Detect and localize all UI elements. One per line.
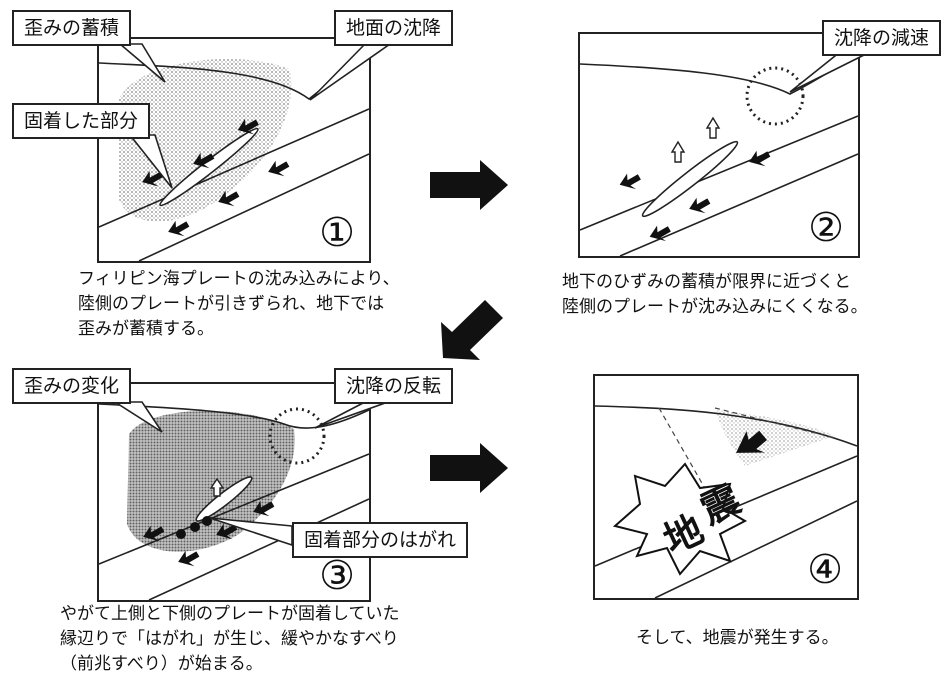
panel-3: ③	[97, 382, 371, 602]
peel-points	[176, 516, 212, 539]
plate-boundary-upper	[99, 108, 369, 228]
caption-line: 縁辺りで「はがれ」が生じ、緩やかなすべり	[60, 629, 399, 649]
caption-line: 地下のひずみの蓄積が限界に近づくと	[562, 272, 851, 292]
strain-area	[127, 410, 295, 552]
panel-1: ①	[97, 37, 371, 263]
caption-line: 歪みが蓄積する。	[78, 319, 214, 339]
label-unlocking: 固着部分のはがれ	[292, 522, 469, 558]
deceleration-circle	[745, 66, 805, 126]
caption-4: そして、地震が発生する。	[636, 626, 839, 651]
label-subsidence-reversal: 沈降の反転	[334, 368, 454, 404]
reversal-circle	[268, 407, 326, 465]
label-strain-change: 歪みの変化	[12, 368, 132, 404]
quake-burst	[612, 462, 748, 576]
caption-line: （前兆すべり）が始まる。	[60, 654, 263, 674]
plate-boundary-upper	[99, 453, 369, 565]
panel-4: 地 震 ④	[593, 374, 859, 600]
panel-2: ②	[578, 32, 860, 258]
label-ground-subsidence: 地面の沈降	[334, 10, 454, 46]
plate-boundary-lower	[654, 500, 857, 598]
motion-arrows	[619, 150, 771, 242]
plate-boundary-upper	[580, 115, 858, 231]
caption-line: 陸側のプレートが引きずられ、地下では	[78, 294, 385, 314]
panel-number: ③	[319, 553, 355, 599]
caption-line: 陸側のプレートが沈み込みにくくなる。	[562, 297, 868, 317]
panel-number: ①	[319, 210, 355, 256]
plate-boundary-lower	[148, 498, 369, 600]
caption-line: やがて上側と下側のプレートが固着していた	[60, 604, 400, 624]
strain-remnant	[715, 410, 835, 466]
locked-zone	[641, 140, 739, 218]
panel-number: ②	[808, 205, 844, 251]
panel-4-illustration	[595, 405, 857, 598]
up-arrow	[209, 477, 225, 497]
arrow-2-to-3	[441, 300, 503, 360]
caption-line: フィリピン海プレートの沈み込みにより、	[78, 269, 400, 289]
label-subsidence-slowdown: 沈降の減速	[822, 20, 942, 56]
arrow-3-to-4	[430, 443, 508, 493]
label-locked-part: 固着した部分	[12, 103, 151, 139]
label-strain-accumulation: 歪みの蓄積	[12, 10, 132, 46]
uplift-arrow	[736, 430, 767, 453]
caption-line: そして、地震が発生する。	[636, 628, 839, 648]
caption-2: 地下のひずみの蓄積が限界に近づくと 陸側のプレートが沈み込みにくくなる。	[562, 270, 868, 320]
panel-number: ④	[807, 547, 843, 593]
plate-boundary-lower	[138, 153, 369, 261]
up-arrows	[670, 116, 721, 163]
ground-surface	[580, 55, 858, 95]
caption-3: やがて上側と下側のプレートが固着していた 縁辺りで「はがれ」が生じ、緩やかなすべ…	[60, 602, 400, 677]
arrow-1-to-2	[430, 160, 508, 210]
panel-2-illustration	[580, 55, 858, 256]
caption-1: フィリピン海プレートの沈み込みにより、 陸側のプレートが引きずられ、地下では 歪…	[78, 267, 400, 342]
strain-area	[119, 59, 292, 222]
